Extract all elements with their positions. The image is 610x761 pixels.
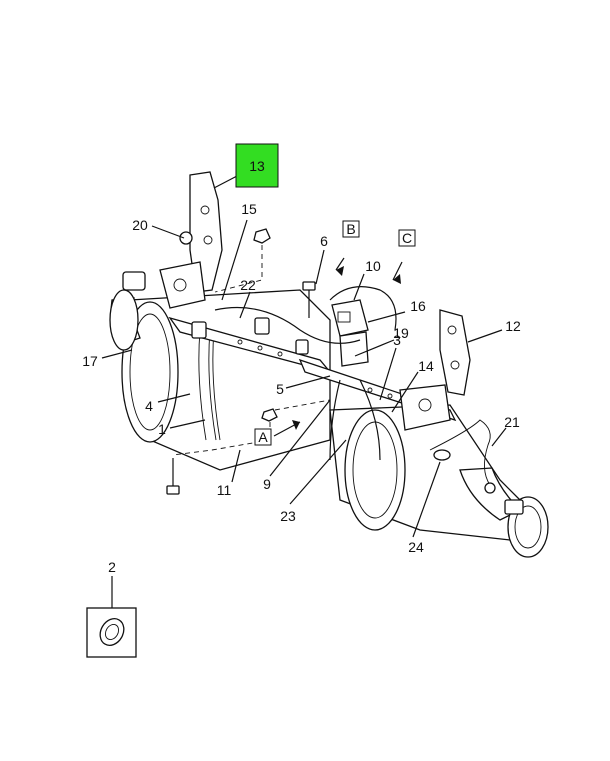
callout-9[interactable]: 9 bbox=[263, 476, 271, 492]
callout-21[interactable]: 21 bbox=[504, 414, 520, 430]
callout-19[interactable]: 19 bbox=[393, 325, 409, 341]
view-b-label: B bbox=[346, 221, 355, 237]
callout-4[interactable]: 4 bbox=[145, 398, 153, 414]
right-upright-bracket bbox=[399, 309, 471, 431]
callout-20[interactable]: 20 bbox=[132, 217, 148, 233]
callout-23[interactable]: 23 bbox=[280, 508, 296, 524]
callout-12[interactable]: 12 bbox=[505, 318, 521, 334]
view-a-label: A bbox=[258, 429, 268, 445]
washer-detail bbox=[86, 576, 137, 658]
view-c-label: C bbox=[402, 230, 412, 246]
callout-1[interactable]: 1 bbox=[158, 421, 166, 437]
callout-22[interactable]: 22 bbox=[240, 277, 256, 293]
callout-5[interactable]: 5 bbox=[276, 381, 284, 397]
callout-24[interactable]: 24 bbox=[408, 539, 424, 555]
callout-10[interactable]: 10 bbox=[365, 258, 381, 274]
callout-11[interactable]: 11 bbox=[217, 482, 232, 498]
fasteners bbox=[166, 228, 331, 495]
callout-16[interactable]: 16 bbox=[410, 298, 426, 314]
callout-13[interactable]: 13 bbox=[249, 158, 265, 174]
callout-15[interactable]: 15 bbox=[241, 201, 257, 217]
callout-labels: 15 20 6 10 22 16 12 19 3 17 14 5 4 1 21 … bbox=[82, 201, 521, 575]
view-b-box bbox=[342, 220, 360, 238]
callout-6[interactable]: 6 bbox=[320, 233, 328, 249]
leader-lines bbox=[101, 175, 507, 538]
callout-3[interactable]: 3 bbox=[393, 332, 401, 348]
callout-17[interactable]: 17 bbox=[82, 353, 98, 369]
left-upright-bracket bbox=[159, 171, 223, 309]
callout-2[interactable]: 2 bbox=[108, 559, 116, 575]
view-arrows bbox=[292, 266, 401, 430]
view-a-box bbox=[254, 428, 272, 446]
wiring-and-tubes bbox=[191, 286, 496, 494]
left-canister bbox=[109, 271, 331, 471]
part-13-highlight[interactable] bbox=[235, 143, 279, 188]
view-c-box bbox=[398, 229, 416, 247]
callout-14[interactable]: 14 bbox=[418, 358, 434, 374]
right-canister bbox=[329, 404, 549, 558]
sensor-module bbox=[331, 299, 369, 367]
